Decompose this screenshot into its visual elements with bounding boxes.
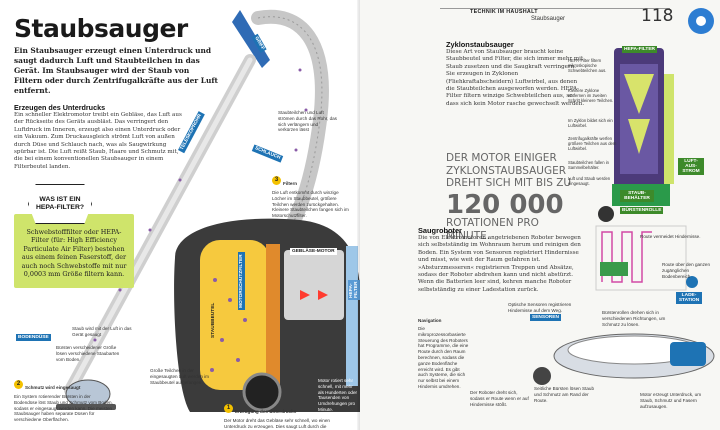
step3-number: 3 [272, 176, 281, 186]
chapter-kicker: TECHNIK IM HAUSHALT [470, 9, 538, 15]
brush-note: Bürstenrollen drehen sich in verschieden… [602, 310, 666, 327]
cyclone-note-4: Zentrifugalkräfte werfen größere Teilche… [568, 136, 617, 151]
cyclone-note-5: Staubteilchen fallen in Sammelbehälter. [568, 160, 609, 170]
robot-route [601, 231, 652, 283]
step-mid-number: 1 [224, 404, 233, 414]
robot-illustration [533, 333, 715, 385]
motor-shape [284, 250, 344, 320]
cyclone-heading: Zyklonstaubsauger [446, 40, 514, 49]
label-staubbeutel: STAUBBEUTEL [210, 300, 217, 340]
sensoren-label: SENSOREN [530, 314, 561, 321]
gear-icon [688, 8, 714, 34]
hepa-question: WAS IST EIN HEPA-FILTER? [35, 196, 85, 211]
room-outline [595, 225, 687, 291]
step2-text: Ein System rotierender Bürsten in der Bo… [14, 394, 113, 423]
label-bodenduese: BODENDÜSE [16, 334, 51, 341]
robot-body: Die von Elektromotoren angetriebenen Rob… [418, 235, 581, 293]
turn-note: Der Roboter dreht sich, sodass er Route … [470, 390, 529, 407]
robot-motor-note: Motor erzeugt Unterdruck, um Staub, Schm… [640, 392, 702, 409]
vacuum-illustration [56, 9, 360, 412]
motor-filter-shape [266, 244, 280, 384]
room-map [595, 225, 698, 291]
label-motorschutzfilter: MOTORSCHUTZFILTER [238, 252, 245, 310]
hepa-callout: Schwebstofffilter oder HEPA-Filter (für:… [14, 214, 134, 288]
hepa-question-badge: WAS IST EIN HEPA-FILTER? [28, 184, 92, 224]
cyclone-body: Diese Art von Staubsauger braucht keine … [446, 49, 585, 107]
label-geblaese-motor: GEBLÄSE-MOTOR [290, 248, 337, 255]
step2-title: Schmutz wird eingesaugt [25, 385, 81, 390]
dock-icon [686, 276, 698, 288]
stat-text: DER MOTOR EINIGER ZYKLONSTAUBSAUGER DREH… [446, 152, 572, 189]
cyclone-illustration [598, 48, 674, 222]
cyclone-label-hepa: HEPA-FILTER [622, 46, 657, 53]
left-page: Staubsauger Ein Staubsauger erzeugt eine… [14, 9, 360, 430]
motor-note: Motor rotiert sehr schnell, mit mehr als… [318, 378, 358, 412]
route-note: Route vermeidet Hindernisse. [640, 234, 701, 239]
sensor-note: Optische Sensoren registrieren Hindernis… [508, 302, 572, 313]
step3-note: 3Filtern Die Luft entkommt durch winzige… [272, 172, 352, 219]
robot-heading: Saugroboter [418, 226, 462, 235]
step-mid-note: 1Erzeugung des Unterdrucks Der Motor dre… [224, 400, 330, 430]
section-heading: Erzeugen des Unterdrucks [14, 103, 106, 112]
cyclone-cone-1 [624, 74, 654, 114]
side-brush-shape [533, 367, 551, 385]
bag-note: Große Teilchen in der eingesaugten Luft … [150, 368, 209, 385]
nav-title: Navigation [418, 318, 442, 323]
step1-text: Staub wird mit der Luft in das Gerät ges… [72, 326, 132, 337]
room-obstacle [600, 262, 628, 276]
cyclone-label-luft: LUFT-AUS-STROM [678, 158, 704, 175]
side-brush-note: Seitliche Bürsten lösen Staub und Schmut… [534, 386, 595, 403]
stat-number: 120 000 [446, 190, 564, 220]
ladestation-label: LADE-STATION [676, 292, 702, 304]
wheel-shape [242, 372, 282, 412]
step1-sub: Bürsten verscheidener Größe lösen versch… [56, 345, 120, 362]
cyclone-note-6: Luft und Staub werden eingesaugt. [568, 176, 611, 186]
header-rule [440, 8, 670, 9]
cyclone-cone-2 [628, 119, 650, 154]
robot-motor-shape [670, 342, 706, 366]
page-number: 118 [641, 6, 674, 26]
step-mid-title: Erzeugung des Unterdrucks [235, 409, 297, 414]
step1-note: Staub wird mit der Luft in das Gerät ges… [72, 326, 132, 338]
handle-shape [232, 10, 270, 68]
dust-bag-shape [200, 240, 270, 390]
stat-unit: ROTATIONEN PRO MINUTE. [446, 217, 539, 242]
pipe-note: Staubteilchen und Luft strömen durch das… [278, 110, 337, 133]
page-title: Staubsauger [14, 14, 188, 43]
route-note-2: Route über den ganzen zugänglichen Boden… [662, 262, 711, 279]
chapter-sub: Staubsauger [531, 16, 566, 22]
cyclone-label-buerste: BÜRSTENROLLE [620, 207, 664, 214]
dust-particles [93, 68, 308, 372]
intro-text: Ein Staubsauger erzeugt einen Unterdruck… [14, 46, 218, 95]
tube-highlight [67, 57, 253, 393]
step3-title: Filtern [283, 181, 298, 186]
step2-number: 2 [14, 380, 23, 390]
cyclone-note-3: Im Zyklon bildet sich ein Luftwirbel. [568, 118, 613, 128]
cyclone-note-2: Kleinere Zyklone entfernen im zweiten Sc… [568, 88, 614, 103]
nav-text: Die mikroprozessorbasierte Steuerung des… [418, 326, 469, 389]
airflow-arrows [300, 290, 328, 300]
step2-note: 2Schmutz wird eingesaugt Ein System roti… [14, 376, 114, 423]
hepa-text: Schwebstofffilter oder HEPA-Filter (für:… [21, 228, 127, 279]
cyclone-wheel [598, 206, 614, 222]
cyclone-note-1: HEPA-Filter filtern mikroskopische Schwe… [568, 58, 607, 73]
step3-text: Die Luft entkommt durch winzige Löcher i… [272, 190, 349, 219]
air-out-channel [664, 74, 674, 184]
cyclone-label-staub: STAUB-BEHÄLTER [620, 190, 654, 202]
step-mid-text: Der Motor dreht das Gebläse sehr schnell… [224, 418, 330, 430]
brush-roll-shape [56, 404, 116, 410]
section-body: Ein schneller Elektromotor treibt ein Ge… [14, 112, 182, 170]
